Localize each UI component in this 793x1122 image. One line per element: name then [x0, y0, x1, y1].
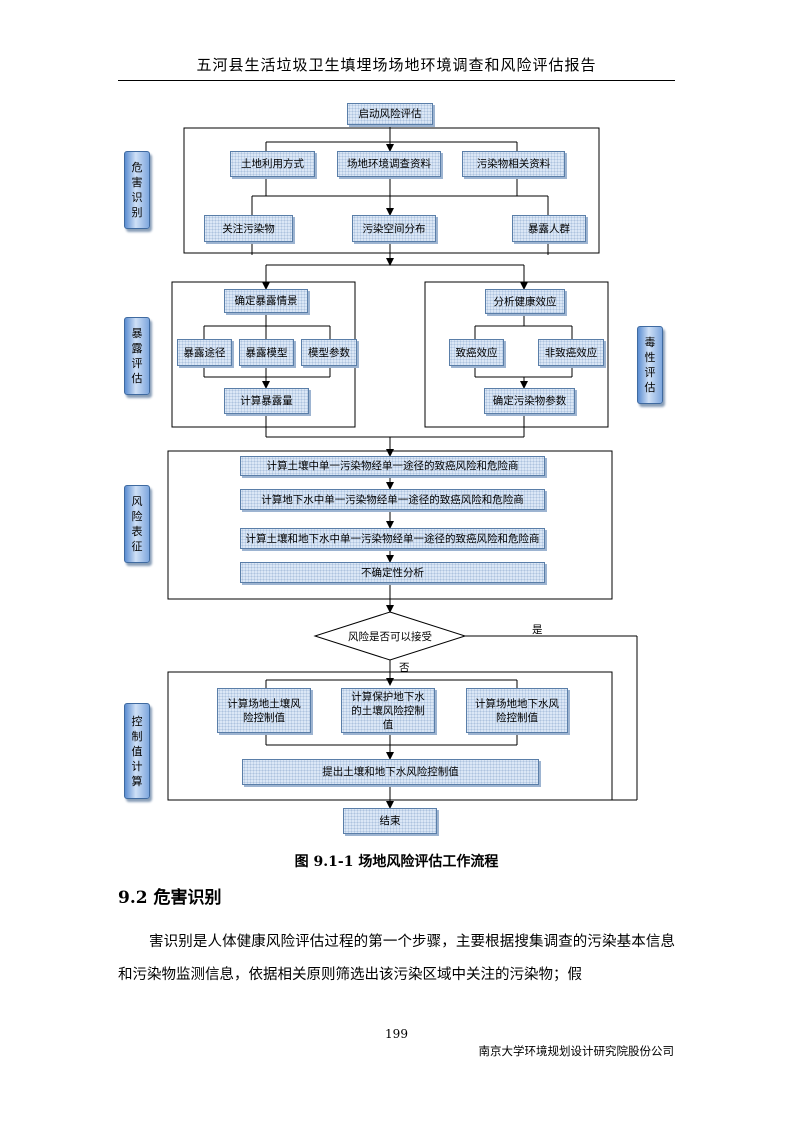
- risk-step-groundwater: 计算地下水中单一污染物经单一途径的致癌风险和危险商: [240, 489, 545, 510]
- model-parameters: 模型参数: [301, 339, 357, 366]
- control-result: 提出土壤和地下水风险控制值: [242, 759, 539, 785]
- end-node: 结束: [343, 808, 437, 834]
- side-label-hazard: 危害识别: [124, 151, 150, 229]
- output-exposed-population: 暴露人群: [512, 215, 586, 242]
- section-title: 9.2 危害识别: [118, 888, 222, 908]
- header-rule: [118, 80, 675, 81]
- flowchart: 启动风险评估 危害识别 土地利用方式 场地环境调查资料 污染物相关资料 关注污染…: [124, 103, 663, 834]
- input-site-survey: 场地环境调查资料: [337, 151, 441, 177]
- exposure-pathway: 暴露途径: [177, 339, 232, 366]
- health-effects: 分析健康效应: [485, 289, 565, 314]
- exposure-dose: 计算暴露量: [224, 388, 309, 414]
- pollutant-parameters: 确定污染物参数: [484, 388, 575, 414]
- input-land-use: 土地利用方式: [230, 151, 315, 177]
- exposure-scenario: 确定暴露情景: [224, 289, 308, 313]
- side-label-control: 控制值计算: [124, 703, 150, 799]
- side-label-toxicity: 毒性评估: [637, 326, 663, 404]
- control-soil: 计算场地土壤风险控制值: [217, 688, 311, 733]
- risk-step-soil: 计算土壤中单一污染物经单一途径的致癌风险和危险商: [240, 456, 545, 476]
- non-carcinogenic-effect: 非致癌效应: [538, 339, 604, 366]
- toxicity-frame: [424, 281, 609, 428]
- decision-no-label: 否: [399, 662, 410, 674]
- control-soil-groundwater: 计算保护地下水的土壤风险控制值: [341, 688, 435, 733]
- page-footer: 南京大学环境规划设计研究院股份公司: [478, 1044, 675, 1058]
- carcinogenic-effect: 致癌效应: [449, 339, 504, 366]
- body-paragraph: 害识别是人体健康风险评估过程的第一个步骤，主要根据搜集调查的污染基本信息和污染物…: [118, 934, 675, 983]
- control-groundwater: 计算场地地下水风险控制值: [466, 688, 568, 733]
- figure-caption: 图 9.1-1 场地风险评估工作流程: [294, 854, 499, 870]
- output-spatial-distribution: 污染空间分布: [352, 215, 436, 242]
- side-label-risk: 风险表征: [124, 485, 150, 563]
- start-node: 启动风险评估: [347, 103, 433, 125]
- decision-question: 风险是否可以接受: [348, 631, 432, 643]
- side-label-exposure: 暴露评估: [124, 317, 150, 395]
- output-concern-pollutants: 关注污染物: [204, 215, 293, 242]
- flowchart-connectors: [167, 124, 638, 809]
- decision-yes-label: 是: [532, 624, 543, 636]
- hazard-frame: [183, 127, 600, 254]
- uncertainty-analysis: 不确定性分析: [240, 562, 545, 583]
- page-header: 五河县生活垃圾卫生填埋场场地环境调查和风险评估报告: [196, 56, 597, 74]
- exposure-model: 暴露模型: [239, 339, 294, 366]
- risk-step-combined: 计算土壤和地下水中单一污染物经单一途径的致癌风险和危险商: [240, 528, 545, 549]
- page-number: 199: [385, 1027, 408, 1041]
- input-pollutant-data: 污染物相关资料: [462, 151, 565, 177]
